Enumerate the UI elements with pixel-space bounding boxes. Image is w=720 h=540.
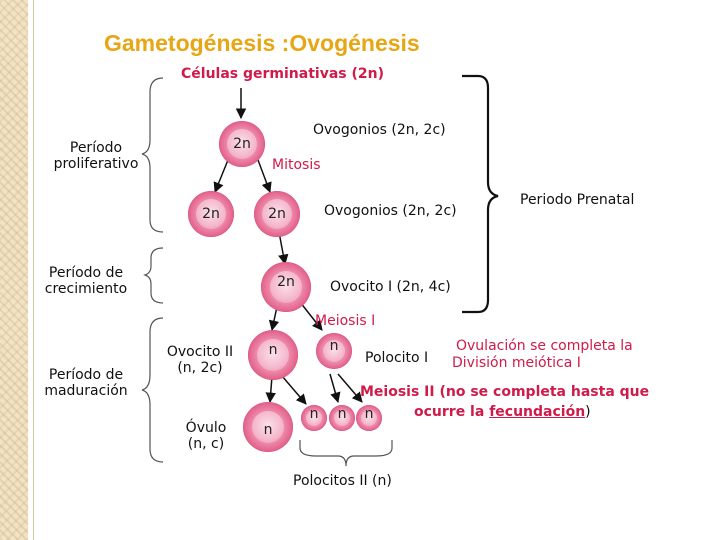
decorative-side-strip xyxy=(0,0,28,540)
cell-nucleus xyxy=(252,411,284,443)
cell-nucleus xyxy=(257,339,289,371)
cell-polocito-II-2: n xyxy=(329,405,355,431)
label-polocito-I: Polocito I xyxy=(365,350,429,366)
label-ovocito-II-line2: (n, 2c) xyxy=(177,360,223,376)
label-ovogonios-2: Ovogonios (2n, 2c) xyxy=(324,203,457,219)
bracket-polocitos-II xyxy=(299,440,393,467)
bracket-prenatal xyxy=(462,74,499,314)
cell-nucleus xyxy=(361,410,377,426)
cell-nucleus xyxy=(306,410,322,426)
arrow-growth xyxy=(278,231,289,266)
label-meiosis-I: Meiosis I xyxy=(315,313,376,329)
cell-label: 2n xyxy=(268,206,286,222)
cell-nucleus xyxy=(323,340,345,362)
cell-label: n xyxy=(309,406,319,423)
cell-ovulo: n xyxy=(243,402,293,452)
arrow-meiosis-I-right xyxy=(299,301,323,331)
arrow-mitosis-right xyxy=(257,159,272,193)
label-ovocito-I-text: Ovocito I (2n, 4c) xyxy=(330,279,451,295)
cell-nucleus xyxy=(196,199,226,229)
label-ovulo-line2: (n, c) xyxy=(187,436,225,452)
label-ovulo: Óvulo (n, c) xyxy=(170,420,242,452)
cell-nucleus xyxy=(227,129,257,159)
label-ovulacion-line1: Ovulación se completa la xyxy=(456,338,633,354)
cell-nucleus xyxy=(270,271,302,303)
phase-maduracion: Período de maduración xyxy=(38,367,134,399)
header-celulas-germinativas: Células germinativas (2n) xyxy=(181,66,384,82)
arrow-mitosis-left xyxy=(213,159,229,193)
phase-crecimiento: Período de crecimiento xyxy=(38,265,134,297)
label-ovocito-II-line1: Ovocito II xyxy=(166,344,234,360)
cell-label: n xyxy=(329,337,339,354)
cell-label: n xyxy=(263,421,273,438)
cell-label: n xyxy=(337,406,347,423)
cell-nucleus xyxy=(334,410,350,426)
cell-ovogonio-right: 2n xyxy=(254,191,300,237)
label-meiosis-II-line2-suffix: ) xyxy=(585,404,591,420)
label-ovocito-II: Ovocito II (n, 2c) xyxy=(162,344,238,376)
label-meiosis-II-line2-prefix: ocurre la xyxy=(414,404,490,420)
cell-ovogonio-initial: 2n xyxy=(219,121,265,167)
arrow-meiosis-II-polocito-c xyxy=(337,373,363,403)
label-meiosis-II-prefix: Meiosis II xyxy=(360,384,435,400)
phase-maduracion-line2: maduración xyxy=(44,383,128,399)
arrow-meiosis-II-polocito-a xyxy=(281,375,307,405)
cell-ovogonio-left: 2n xyxy=(188,191,234,237)
cell-polocito-II-1: n xyxy=(301,405,327,431)
label-meiosis-II-line1: Meiosis II (no se completa hasta que xyxy=(360,384,649,400)
label-ovogonios-1: Ovogonios (2n, 2c) xyxy=(313,122,446,138)
arrow-meiosis-II-polocito-b xyxy=(329,373,341,404)
cell-label: 2n xyxy=(233,136,251,152)
phase-proliferativo-line2: proliferativo xyxy=(53,156,139,172)
arrow-meiosis-II-ovulo xyxy=(265,375,276,404)
phase-proliferativo: Período proliferativo xyxy=(50,140,142,172)
label-fecundacion: fecundación xyxy=(489,404,586,420)
label-meiosis-II-line2: ocurre la fecundación) xyxy=(414,404,591,420)
bracket-crecimiento xyxy=(143,247,164,304)
phase-maduracion-line1: Período de xyxy=(48,367,124,383)
label-mitosis: Mitosis xyxy=(272,157,321,173)
label-periodo-prenatal: Periodo Prenatal xyxy=(520,192,635,208)
cell-label: n xyxy=(268,342,278,358)
phase-crecimiento-line2: crecimiento xyxy=(44,281,128,297)
cell-polocito-II-3: n xyxy=(356,405,382,431)
label-ovulo-line1: Óvulo xyxy=(185,420,227,436)
cell-label: n xyxy=(364,406,374,423)
cell-ovocito-II: n xyxy=(248,330,298,380)
label-ovulacion-line2: División meiótica I xyxy=(452,355,581,371)
cell-ovocito-I: 2n xyxy=(261,262,311,312)
bracket-maduracion xyxy=(141,317,164,463)
label-meiosis-II-rest: (no se completa hasta que xyxy=(434,384,650,400)
cell-nucleus xyxy=(262,199,292,229)
decorative-side-line xyxy=(33,0,34,540)
phase-crecimiento-line1: Período de xyxy=(48,265,124,281)
cell-label: 2n xyxy=(202,206,220,222)
label-ovocito-I: Ovocito I (2n, 4c) xyxy=(330,279,451,295)
phase-proliferativo-line1: Período xyxy=(69,140,123,156)
bracket-proliferativo xyxy=(141,77,164,233)
page-title: Gametogénesis :Ovogénesis xyxy=(104,30,420,56)
cell-label: 2n xyxy=(277,274,295,290)
cell-polocito-I: n xyxy=(316,333,352,369)
label-polocitos-II: Polocitos II (n) xyxy=(293,473,392,489)
